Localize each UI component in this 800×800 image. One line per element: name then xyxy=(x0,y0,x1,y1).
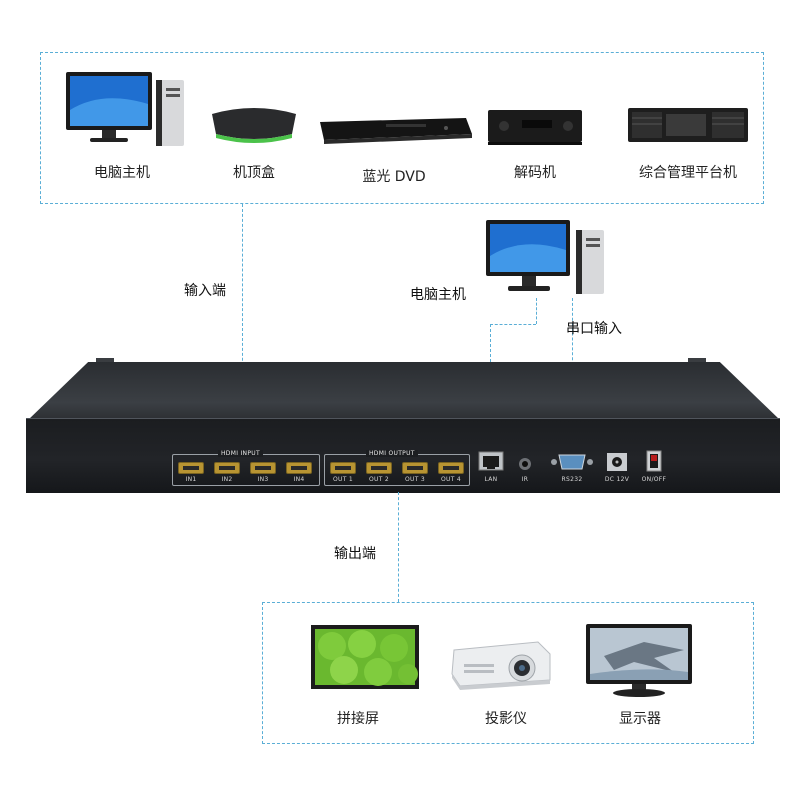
dc-power-jack-icon[interactable] xyxy=(606,452,628,472)
bluray-dvd-player-icon xyxy=(316,112,476,146)
video-wall-screen-icon xyxy=(310,624,420,690)
control-pc-label: 电脑主机 xyxy=(410,284,466,304)
control-pc-icon xyxy=(482,218,608,298)
hdmi-out-port-3-label: OUT 3 xyxy=(398,476,432,483)
output-connector-line xyxy=(398,492,399,602)
hdmi-in-port-3-label: IN3 xyxy=(250,476,276,483)
hdmi-output-group-title: HDMI OUTPUT xyxy=(366,450,418,457)
output-device-label-projector: 投影仪 xyxy=(466,708,546,728)
rs232-port-label: RS232 xyxy=(552,476,592,483)
power-switch-label: ON/OFF xyxy=(636,476,672,483)
output-device-label-monitor: 显示器 xyxy=(600,708,680,728)
hdmi-in-port-4[interactable] xyxy=(286,462,312,474)
input-connector-label: 输入端 xyxy=(184,280,226,300)
management-server-icon xyxy=(626,104,750,148)
hdmi-in-port-2[interactable] xyxy=(214,462,240,474)
hdmi-input-group-title: HDMI INPUT xyxy=(218,450,263,457)
dc-power-label: DC 12V xyxy=(600,476,634,483)
input-device-label-dvd: 蓝光 DVD xyxy=(344,166,444,186)
hdmi-in-port-2-label: IN2 xyxy=(214,476,240,483)
hdmi-out-port-3[interactable] xyxy=(402,462,428,474)
rs232-port-icon[interactable] xyxy=(550,452,594,472)
hdmi-out-port-4[interactable] xyxy=(438,462,464,474)
ir-port-label: IR xyxy=(515,476,535,483)
ir-port-icon[interactable] xyxy=(518,456,532,470)
hdmi-out-port-1-label: OUT 1 xyxy=(326,476,360,483)
lan-connector-line-vertical-top xyxy=(536,298,537,324)
input-device-label-pc: 电脑主机 xyxy=(74,162,170,182)
lan-port-icon[interactable] xyxy=(478,451,504,471)
hdmi-in-port-3[interactable] xyxy=(250,462,276,474)
monitor-display-icon xyxy=(584,622,694,698)
input-device-label-stb: 机顶盒 xyxy=(206,162,302,182)
hdmi-in-port-1-label: IN1 xyxy=(178,476,204,483)
serial-input-label: 串口输入 xyxy=(566,318,622,338)
hdmi-in-port-4-label: IN4 xyxy=(286,476,312,483)
hdmi-out-port-1[interactable] xyxy=(330,462,356,474)
decoder-icon xyxy=(486,106,584,148)
hdmi-out-port-4-label: OUT 4 xyxy=(434,476,468,483)
input-device-label-server: 综合管理平台机 xyxy=(624,162,752,182)
output-connector-label: 输出端 xyxy=(334,543,376,563)
lan-connector-line-horizontal xyxy=(490,324,536,325)
hdmi-out-port-2-label: OUT 2 xyxy=(362,476,396,483)
projector-icon xyxy=(446,632,556,694)
matrix-chassis-top xyxy=(28,362,780,420)
hdmi-out-port-2[interactable] xyxy=(366,462,392,474)
power-switch-icon[interactable] xyxy=(646,450,662,472)
desktop-computer-icon xyxy=(62,70,186,150)
hdmi-in-port-1[interactable] xyxy=(178,462,204,474)
lan-port-label: LAN xyxy=(476,476,506,483)
set-top-box-icon xyxy=(206,100,302,148)
output-device-label-video-wall: 拼接屏 xyxy=(318,708,398,728)
input-device-label-decoder: 解码机 xyxy=(486,162,584,182)
